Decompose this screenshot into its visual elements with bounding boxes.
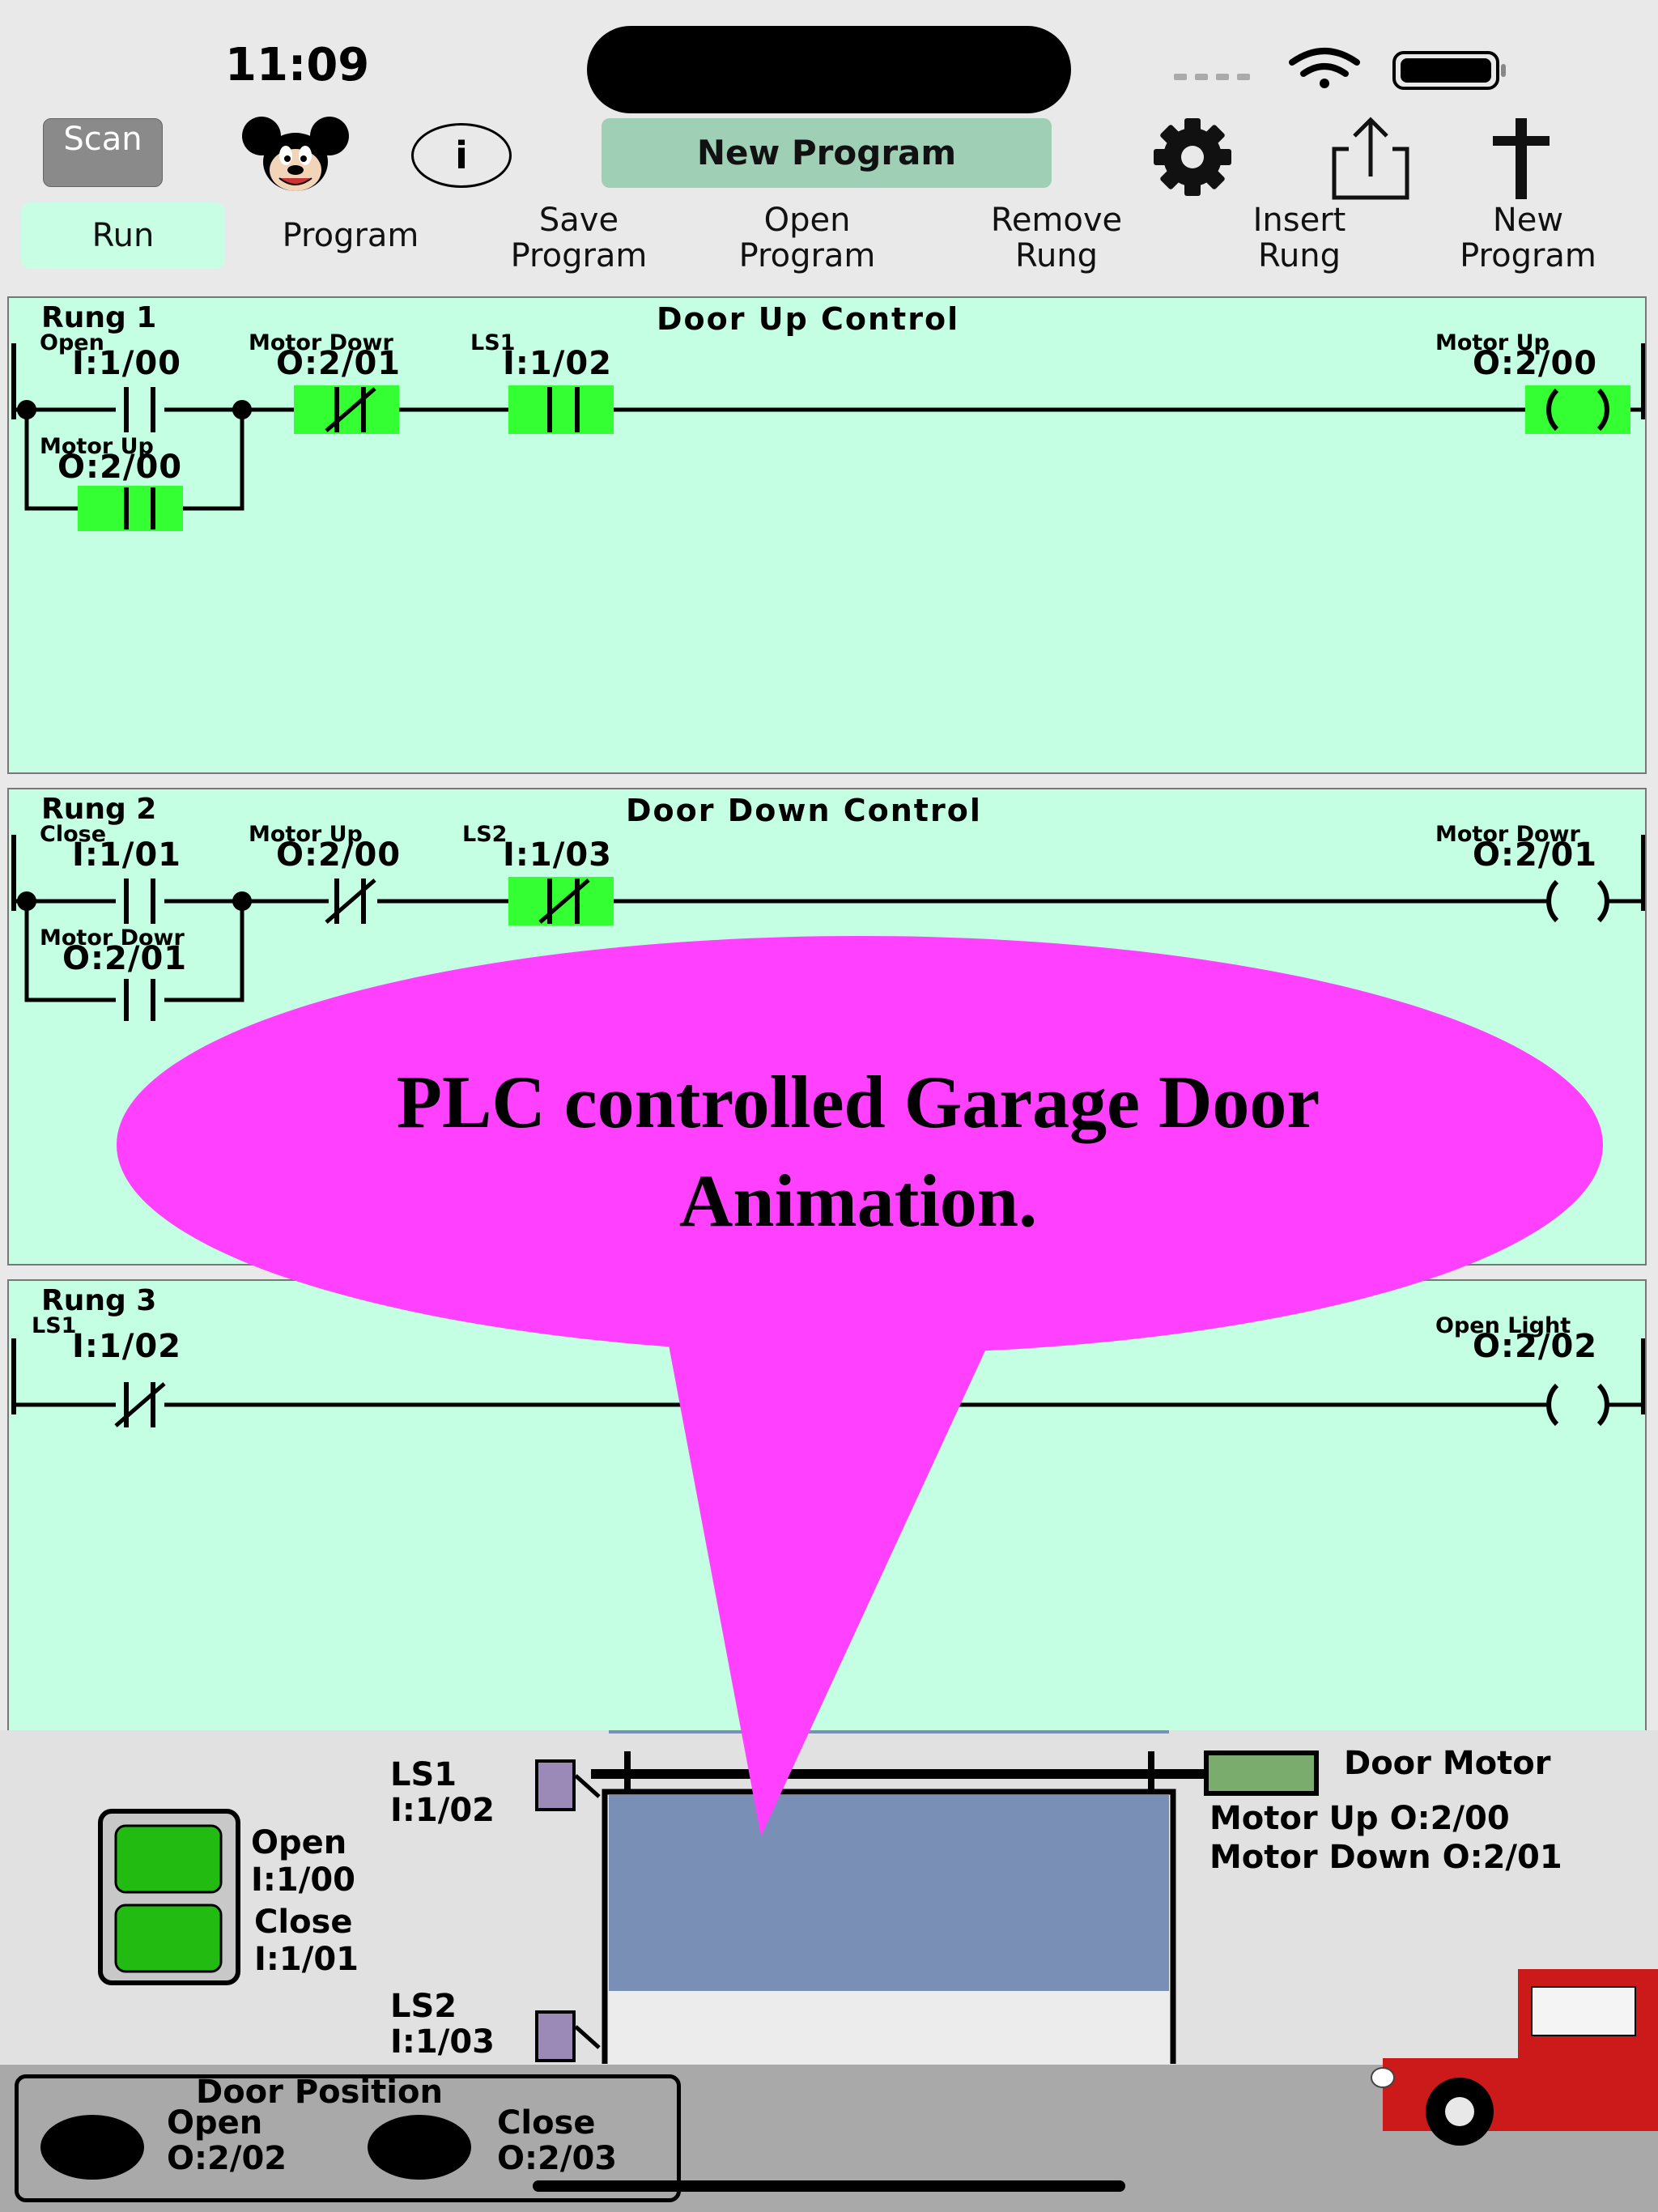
open-button-name: Open <box>251 1824 347 1861</box>
contact-address: O:2/00 <box>276 836 402 874</box>
open-indicator-light <box>40 2115 144 2180</box>
contact-name: LS1 <box>470 330 516 355</box>
rung-1[interactable]: Rung 1 Door Up Control Open I:1/00 Motor… <box>7 296 1647 774</box>
callout-line-2: Animation. <box>678 1159 1038 1242</box>
ls1-address: I:1/02 <box>390 1792 495 1829</box>
branch-address: O:2/00 <box>57 449 183 486</box>
contact-name: Close <box>40 822 107 847</box>
branch-address: O:2/01 <box>62 940 188 977</box>
tab-run[interactable]: Run <box>21 202 225 269</box>
rung-3[interactable]: Rung 3 LS1 I:1/02 Open Light O:2/02 <box>7 1279 1647 1733</box>
open-pushbutton[interactable] <box>116 1826 221 1892</box>
status-icons <box>1174 48 1506 90</box>
battery-icon <box>1392 51 1506 90</box>
open-button <box>114 1824 223 1894</box>
gear-icon[interactable] <box>1138 117 1247 198</box>
contact-name: LS2 <box>462 822 508 847</box>
contact-name: Open <box>40 330 104 355</box>
contact-address: I:1/01 <box>72 836 181 874</box>
contact-name: LS1 <box>32 1313 77 1338</box>
branch-name: Motor Up <box>40 434 154 459</box>
close-button <box>114 1904 223 1973</box>
door-motor <box>1204 1750 1319 1796</box>
door-position-title: Door Position <box>196 2074 443 2111</box>
rung-title: Door Down Control <box>626 793 982 828</box>
close-indicator-address: O:2/03 <box>497 2140 618 2177</box>
contact-address: I:1/00 <box>72 345 181 382</box>
mickey-icon[interactable] <box>239 113 352 194</box>
coil-name: Motor Dowr <box>1435 822 1580 847</box>
contact-address: I:1/03 <box>503 836 612 874</box>
close-button-address: I:1/01 <box>254 1941 359 1978</box>
open-indicator-address: O:2/02 <box>167 2140 287 2177</box>
limit-switch-ls1 <box>535 1759 576 1811</box>
callout-text: PLC controlled Garage Door Animation. <box>308 1053 1409 1250</box>
open-button-address: I:1/00 <box>251 1861 355 1899</box>
dynamic-island <box>587 26 1071 113</box>
close-indicator-name: Close <box>497 2104 596 2142</box>
coil-address: O:2/02 <box>1473 1328 1598 1365</box>
truck-icon <box>1371 1969 1658 2146</box>
scan-button[interactable]: Scan <box>43 118 163 187</box>
cellular-signal-icon <box>1174 74 1250 80</box>
coil-name: Motor Up <box>1435 330 1550 355</box>
open-indicator-name: Open <box>167 2104 263 2142</box>
contact-address: O:2/01 <box>276 345 402 382</box>
rung-1-diagram <box>11 343 1645 531</box>
door-motor-title: Door Motor <box>1344 1745 1551 1782</box>
rung-title: Door Up Control <box>657 301 960 337</box>
contact-address: I:1/02 <box>503 345 612 382</box>
ls2-address: I:1/03 <box>390 2023 495 2061</box>
close-indicator-light <box>368 2115 471 2180</box>
limit-switch-ls2 <box>535 2010 576 2062</box>
motor-up-label: Motor Up O:2/00 <box>1209 1800 1510 1837</box>
share-icon[interactable] <box>1310 113 1431 202</box>
info-icon[interactable]: i <box>411 123 512 188</box>
status-time: 11:09 <box>225 39 370 91</box>
motor-down-label: Motor Down O:2/01 <box>1209 1839 1562 1876</box>
home-indicator <box>533 2180 1125 2192</box>
plus-icon[interactable] <box>1482 113 1562 202</box>
contact-name: Motor Dowr <box>249 330 393 355</box>
rung-label: Rung 3 <box>41 1284 157 1317</box>
new-program-button[interactable]: New Program <box>602 118 1052 188</box>
ls2-name: LS2 <box>390 1988 457 2025</box>
coil-address: O:2/00 <box>1473 345 1598 382</box>
tab-program[interactable]: Program <box>282 217 419 254</box>
ls1-name: LS1 <box>390 1756 457 1793</box>
contact-address: I:1/02 <box>72 1328 181 1365</box>
garage-door <box>609 1795 1169 1991</box>
wifi-icon <box>1289 48 1360 77</box>
rung-label: Rung 2 <box>41 793 157 826</box>
coil-address: O:2/01 <box>1473 836 1598 874</box>
close-button-name: Close <box>254 1904 353 1941</box>
door-position-panel <box>15 2074 681 2202</box>
contact-name: Motor Up <box>249 822 363 847</box>
callout-line-1: PLC controlled Garage Door <box>396 1061 1320 1143</box>
rung-label: Rung 1 <box>41 301 157 334</box>
close-pushbutton[interactable] <box>116 1905 221 1972</box>
rung-3-diagram <box>11 1338 1645 1427</box>
